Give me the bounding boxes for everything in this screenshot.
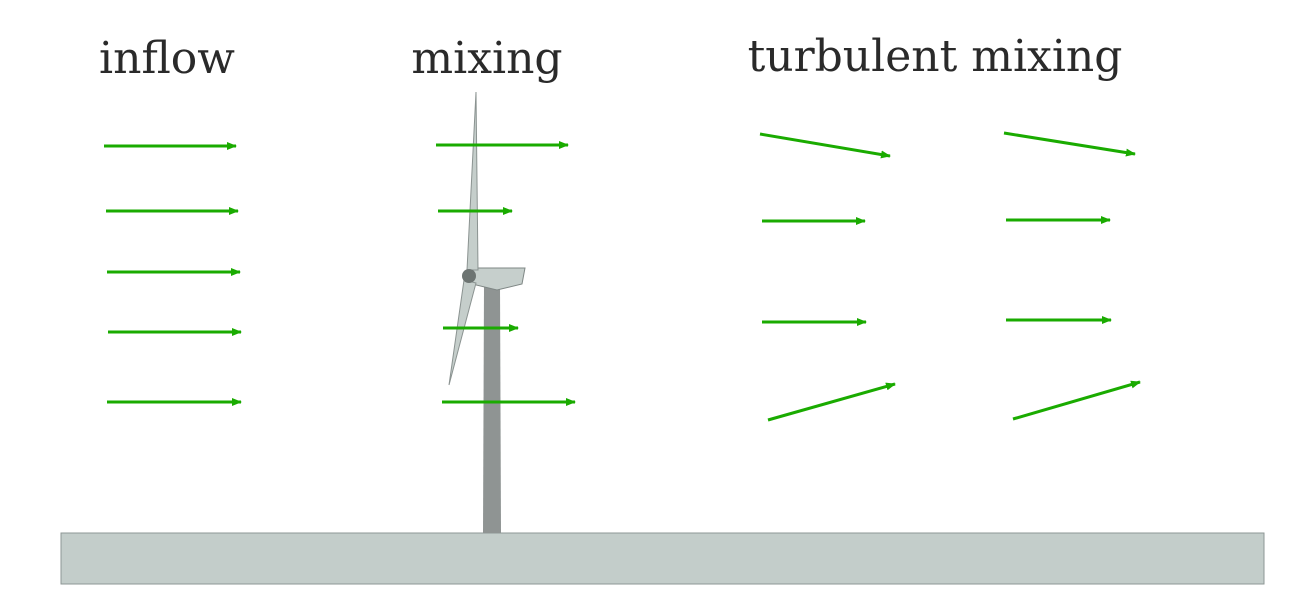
turbulent-arrow [767,382,896,422]
turbulent-arrow [1012,380,1141,421]
turbulent-arrow [759,132,891,159]
ground-plane [60,532,1265,585]
turbine-blade-down [448,279,477,386]
label-inflow: inflow [99,33,235,84]
turbulent-arrows-near [759,132,896,422]
label-turbulent-mixing: turbulent mixing [748,31,1123,82]
turbine-nacelle [468,267,526,291]
turbulent-arrow [1003,131,1136,157]
turbine-tower [483,285,501,533]
turbulent-arrows-far [1003,131,1141,421]
inflow-arrows [104,142,242,406]
mixing-arrows [436,141,576,406]
label-mixing: mixing [411,33,562,84]
wind-turbine-icon [448,91,526,533]
turbine-hub [462,269,476,283]
turbine-blade-up [466,91,479,271]
